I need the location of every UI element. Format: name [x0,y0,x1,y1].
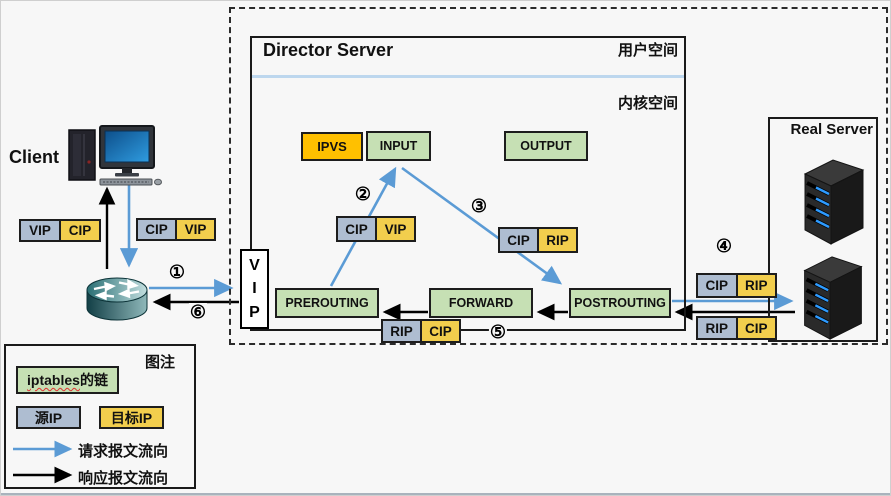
forward-chain-box: FORWARD [429,288,533,318]
packet-src: RIP [383,321,422,341]
prerouting-chain-box: PREROUTING [275,288,379,318]
legend-box [4,344,196,489]
packet-src: VIP [21,221,61,240]
ipvs-box: IPVS [301,132,363,161]
director-server-box [250,36,686,331]
packet-cip-vip: CIP VIP [136,218,216,241]
packet-cip-rip-server: CIP RIP [696,273,777,298]
packet-dst: RIP [539,229,576,251]
packet-src: CIP [698,275,738,296]
packet-dst: CIP [422,321,459,341]
step-5: ⑤ [488,322,508,342]
output-chain-box: OUTPUT [504,131,588,161]
input-chain-box: INPUT [366,131,431,161]
real-server-box [768,117,878,342]
user-space-label: 用户空间 [617,42,678,59]
packet-dst: CIP [737,318,775,338]
director-title: Director Server [263,40,394,60]
legend-dest-ip: 目标IP [99,406,164,429]
packet-dst: RIP [737,275,775,296]
packet-rip-cip-server: RIP CIP [696,316,777,340]
client-computer-icon [68,125,162,186]
legend-chain-en: iptables [27,372,80,388]
packet-cip-vip-director: CIP VIP [336,216,416,242]
space-divider-line [252,75,684,78]
server-icon [803,256,863,340]
packet-dst: VIP [177,220,214,239]
postrouting-chain-box: POSTROUTING [569,288,671,318]
client-label: Client [9,147,60,167]
real-server-title: Real Server [790,121,873,138]
vip-letter: V [249,257,260,275]
step-1: ① [167,262,187,282]
vip-interface-box: V I P [240,249,269,329]
outer-boundary [229,7,888,345]
legend-request-flow: 请求报文流向 [78,443,169,460]
step-3: ③ [469,196,489,216]
packet-vip-cip: VIP CIP [19,219,101,242]
legend-source-ip: 源IP [16,406,81,429]
packet-src: CIP [338,218,377,240]
step-4: ④ [714,236,734,256]
packet-rip-cip-director: RIP CIP [381,319,461,343]
packet-dst: VIP [377,218,414,240]
server-icon [803,159,865,245]
vip-letter: I [252,280,257,298]
packet-dst: CIP [61,221,99,240]
packet-src: CIP [138,220,177,239]
router-icon [86,277,148,321]
packet-cip-rip-director: CIP RIP [498,227,578,253]
step-2: ② [353,184,373,204]
legend-title: 图注 [145,354,176,371]
packet-src: RIP [698,318,738,338]
bottom-edge-line [1,493,890,495]
legend-response-flow: 响应报文流向 [78,470,169,487]
kernel-space-label: 内核空间 [617,95,678,112]
packet-src: CIP [500,229,539,251]
vip-letter: P [249,303,260,321]
legend-chain-zh: 的链 [79,372,108,388]
step-6: ⑥ [188,302,208,322]
